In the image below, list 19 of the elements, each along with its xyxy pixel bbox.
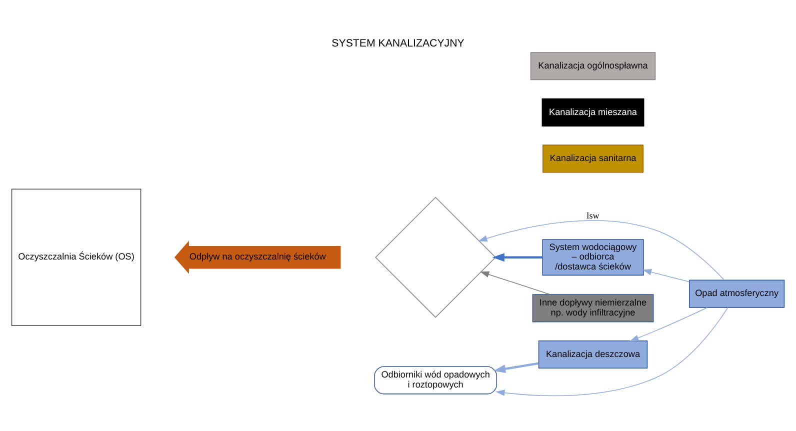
arrow xyxy=(630,307,708,342)
node-box: Kanalizacja sanitarna xyxy=(542,144,644,173)
arrow xyxy=(478,220,724,280)
node-box: Odbiorniki wód opadowych i roztopowych xyxy=(374,366,498,394)
node-box: Opad atmosferyczny xyxy=(689,280,785,308)
arrow xyxy=(493,362,539,374)
node-box: Inne dopływy niemierzalne np. wody infiltracyjne xyxy=(532,294,654,322)
node-box: Kanalizacja deszczowa xyxy=(538,340,648,369)
arrow xyxy=(642,268,690,282)
node-box: Oczyszczalnia Ścieków (OS) xyxy=(11,188,142,326)
node-diamond xyxy=(375,196,496,318)
arrow xyxy=(496,307,728,396)
node-box: Kanalizacja ogólnospławna xyxy=(530,52,656,80)
node-box: System wodociągowy – odbiorca /dostawca ścieków xyxy=(542,239,644,276)
arrow xyxy=(480,271,551,295)
arrow xyxy=(492,253,542,262)
diagram-title: SYSTEM KANALIZACYJNY xyxy=(332,38,464,50)
edge-label: lsw xyxy=(586,210,600,220)
node-box: Kanalizacja mieszana xyxy=(542,98,644,126)
